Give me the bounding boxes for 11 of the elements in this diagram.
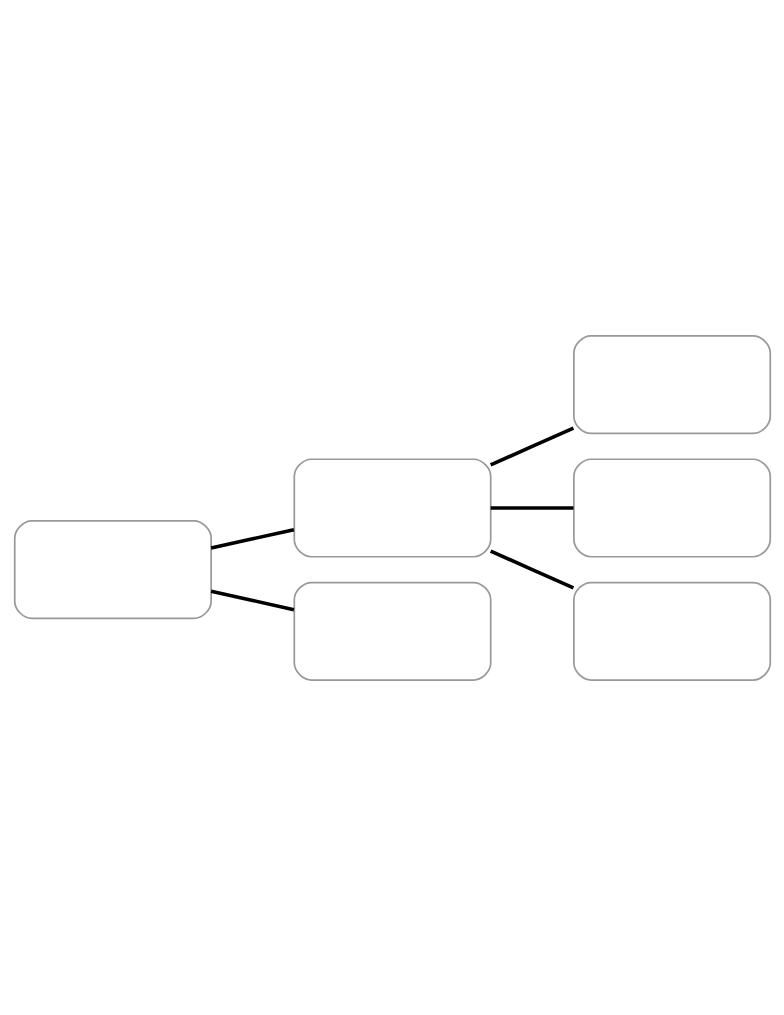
node-box bbox=[572, 581, 771, 681]
connector bbox=[210, 588, 294, 611]
node-box bbox=[292, 581, 492, 681]
node-box bbox=[572, 457, 771, 558]
connector bbox=[489, 425, 574, 466]
node-box bbox=[572, 334, 771, 434]
node-box bbox=[13, 519, 212, 619]
connector bbox=[490, 505, 573, 510]
connector bbox=[489, 549, 574, 590]
node-box bbox=[292, 457, 492, 558]
connector bbox=[210, 527, 294, 550]
